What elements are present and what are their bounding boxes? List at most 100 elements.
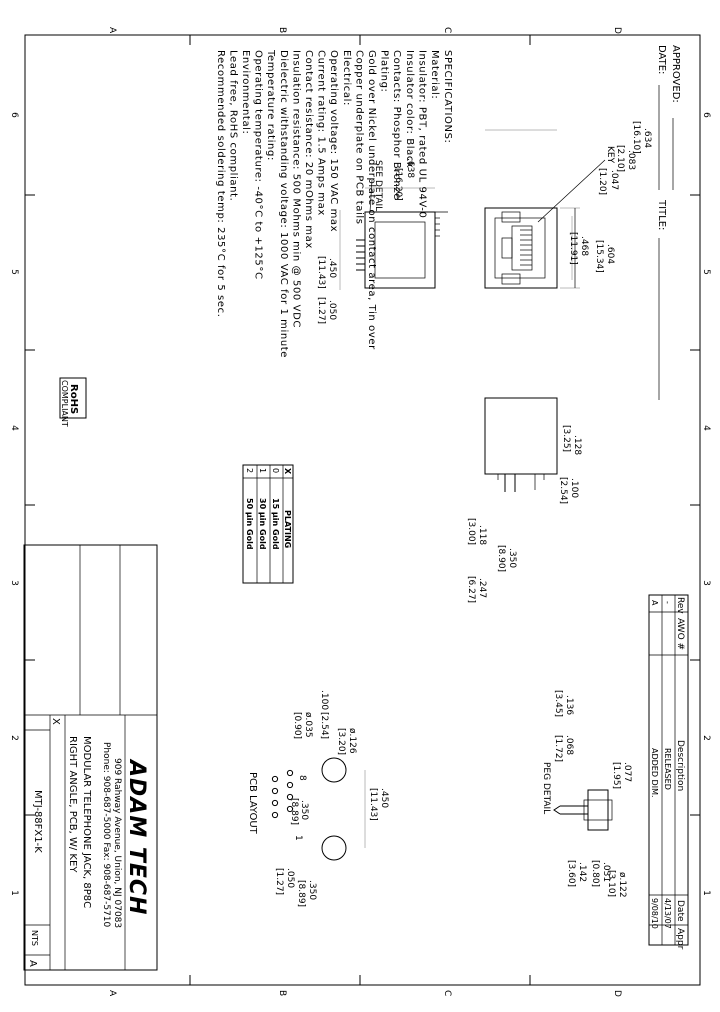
zone-number-4-bottom: 4 [9,425,19,431]
dim-142-metric: [3.60] [566,860,576,887]
dim-136-metric: [3.45] [553,690,563,717]
key-label: KEY [605,146,615,164]
title-block [23,544,158,971]
dim-031-value: .031 [601,862,611,882]
rohs-compliant-text: COMPLIANT [60,380,69,427]
title-label: TITLE: [656,199,667,230]
dim-031-metric: [0.80] [590,860,600,887]
plating-row-1-value: 30 µin Gold [258,498,267,550]
pcb-dim-035-value: ø.035 [303,712,313,738]
dim-638-metric: [16.20] [393,168,403,201]
dim-083-value: .083 [626,150,636,170]
spec-line: Contact resistance: 20 mOhms max [303,50,314,249]
zone-number-1: 1 [701,890,711,896]
dim-118-metric: [3.00] [466,518,476,545]
dim-604-value: .604 [605,244,615,264]
plating-row-0-x: 0 [271,468,280,473]
zone-letter-c: C [442,27,452,33]
spec-line: Recommended soldering temp: 235°C for 5 … [215,50,226,318]
jack-profile-view [484,397,558,492]
company-address: 909 Rahway Avenue, Union, NJ 07083 [112,758,122,928]
see-detail-leader [369,179,373,213]
company-phone: Phone: 908-687-5000 Fax: 908-687-5710 [101,742,111,928]
dim-068-metric: [1.72] [553,735,563,762]
dim-450-value: .450 [327,258,337,278]
zone-number-1-bottom: 1 [9,890,19,896]
spec-lines: Material:Insulator: PBT, rated UL 94V-0I… [215,49,440,358]
date-label: DATE: [656,45,667,74]
plating-row-2-x: 2 [245,468,254,473]
rev-header-date: Date [675,900,685,922]
pcb-dim-350b-value: .350 [307,880,317,900]
spec-line: Insulation resistance: 500 Mohms min @ 5… [290,50,301,328]
dim-128-metric: [3.25] [561,425,571,452]
rev-header-awo: AWO # [675,618,685,650]
spec-line: Plating: [379,50,390,93]
dim-083-metric: [2.10] [615,145,625,172]
rev-row-1-date: 9/08/10 [650,898,659,929]
zone-ticks [25,35,700,985]
zone-letter-d: D [612,27,622,34]
rev-row-0-rev: - [663,601,672,604]
spec-heading: SPECIFICATIONS: [442,50,453,144]
plating-header-x: X [283,468,292,475]
spec-line: Material: [429,50,440,99]
rohs-mark: RoHS COMPLIANT [59,377,87,427]
spec-line: Insulator color: Black [404,50,415,168]
dim-050-value: .050 [327,300,337,320]
pcb-dim-035-metric: [0.90] [292,712,302,739]
spec-line: Contacts: Phosphor Bronze [391,50,402,200]
pcb-dim-350a-value: .350 [299,800,309,820]
pcb-layout-label: PCB LAYOUT [247,772,258,835]
plating-header-plating: PLATING [283,510,292,548]
dim-100-metric: [2.54] [558,477,568,504]
dim-247-metric: [6.27] [466,576,476,603]
dim-077-metric: [1.95] [611,762,621,789]
zone-number-5: 5 [701,269,711,275]
zone-number-2-bottom: 2 [9,735,19,741]
pcb-dim-450-metric: [11.43] [368,788,378,821]
jack-side-view [356,211,448,289]
zone-number-3-bottom: 3 [9,580,19,586]
pcb-dim-450-value: .450 [379,788,389,808]
dim-634-value: .634 [642,128,652,148]
peg-detail-label: PEG DETAIL [541,762,551,814]
spec-line: Operating temperature: -40°C to +125°C [253,50,264,280]
dim-136-value: .136 [564,695,574,715]
pcb-dim-100-value: .100 [319,690,329,710]
zone-letter-c-right: C [442,990,452,996]
dim-047-metric: [1.20] [597,168,607,195]
revision-block [648,594,689,946]
see-detail-label: SEE DETAIL [373,160,383,211]
spec-line: Gold over Nickel underplate on contact a… [366,50,377,350]
key-leader [537,159,606,223]
zone-letter-b: B [277,27,287,33]
dim-634-metric: [16.10] [631,121,641,154]
rev-row-0-description: RELEASED [663,748,672,790]
part-number: MTJ-88FX1-K [32,790,43,853]
spec-line: Temperature rating: [265,49,276,161]
plating-row-0-value: 15 µin Gold [271,498,280,550]
pcb-dim-126-value: ø.126 [347,728,357,754]
pcb-dim-126-metric: [3.20] [336,728,346,755]
dim-638-value: .638 [405,158,415,178]
pcb-dim-100-metric: [2.54] [319,712,329,739]
spec-line: Copper underplate on PCB tails [353,50,364,225]
pcb-dim-350a-metric: [8.89] [289,798,299,825]
dim-050-metric: [1.27] [316,297,326,324]
zone-number-5-bottom: 5 [9,269,19,275]
dim-077-value: .077 [622,762,632,782]
dim-450-metric: [11.43] [316,256,326,289]
dim-118-value: .118 [477,525,487,545]
dim-350-value: .350 [507,548,517,568]
dim-247-value: .247 [477,578,487,598]
pcb-dim-350b-metric: [8.89] [296,880,306,907]
pin-8-label: 8 [297,775,307,781]
spec-line: Insulator: PBT, rated UL 94V-0 [416,50,427,218]
dim-468-metric: [11.91] [568,232,578,265]
plating-row-2-value: 50 µin Gold [245,498,254,550]
dim-350-metric: [8.90] [496,545,506,572]
